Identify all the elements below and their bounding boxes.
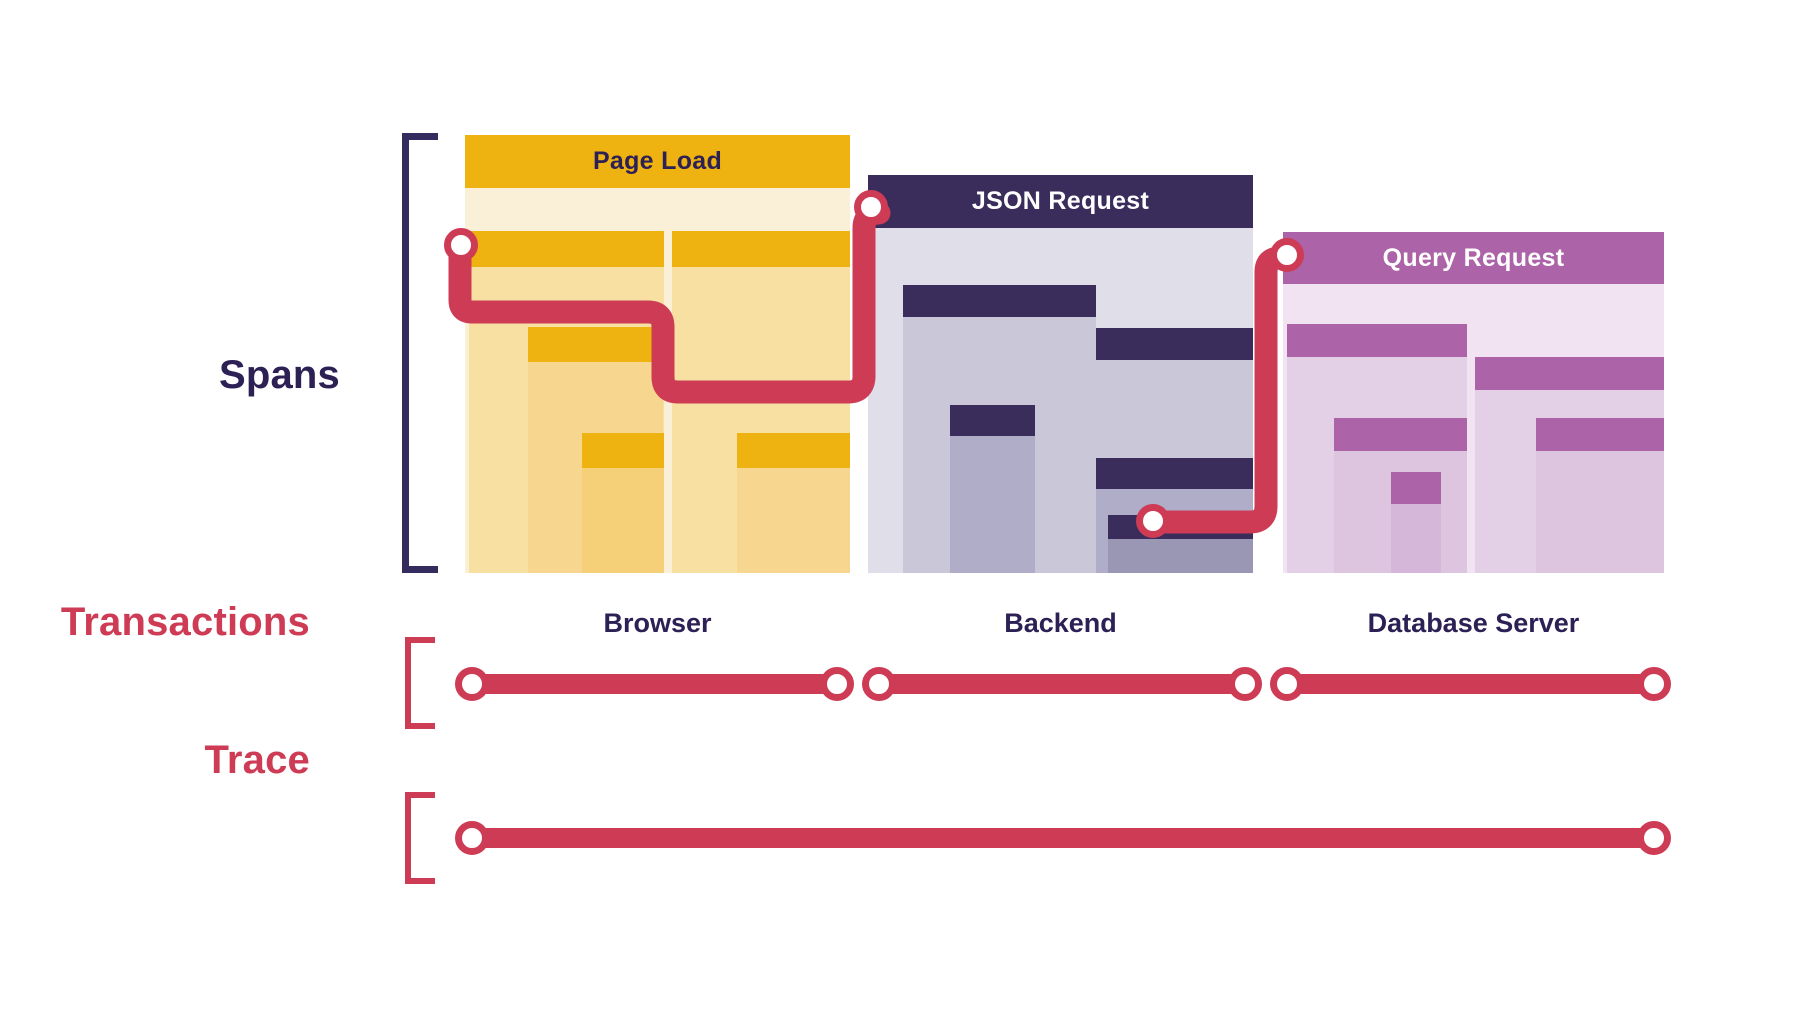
service-panel-backend[interactable]: JSON Request — [868, 175, 1253, 573]
span-bar[interactable] — [1391, 472, 1441, 573]
bracket-spans — [402, 133, 438, 573]
bracket-transactions — [405, 637, 435, 729]
transaction-node-database-start[interactable] — [1270, 667, 1304, 701]
span-header-page-load: Page Load — [465, 135, 850, 188]
span-bar-cap — [737, 433, 850, 468]
span-bar[interactable] — [582, 433, 664, 573]
span-bar-cap — [1108, 515, 1253, 539]
span-header-query-request: Query Request — [1283, 232, 1664, 284]
trace-node-end[interactable] — [1637, 821, 1671, 855]
connector-node-backend-end[interactable] — [1136, 504, 1170, 538]
connector-node-backend-start[interactable] — [854, 190, 888, 224]
trace-node-start[interactable] — [455, 821, 489, 855]
span-bar-cap — [672, 231, 850, 267]
service-caption-browser: Browser — [603, 608, 712, 638]
transaction-node-backend-start[interactable] — [862, 667, 896, 701]
span-bar[interactable] — [950, 405, 1035, 573]
transaction-node-browser-end[interactable] — [820, 667, 854, 701]
span-bar-cap — [1536, 418, 1664, 451]
service-panel-database[interactable]: Query Request — [1283, 232, 1664, 573]
span-bar-cap — [1475, 357, 1664, 390]
span-bar-cap — [528, 327, 663, 362]
span-bar[interactable] — [1108, 515, 1253, 573]
transaction-node-backend-end[interactable] — [1228, 667, 1262, 701]
row-label-trace: Trace — [204, 738, 310, 782]
trace-segment[interactable] — [466, 828, 1660, 848]
span-bar-cap — [469, 231, 664, 267]
span-bar-cap — [1391, 472, 1441, 504]
service-caption-database: Database Server — [1367, 608, 1580, 638]
connector-node-database-start[interactable] — [1270, 238, 1304, 272]
span-bar-cap — [1096, 458, 1253, 489]
bracket-trace — [405, 792, 435, 884]
row-label-transactions: Transactions — [60, 600, 310, 644]
transaction-node-database-end[interactable] — [1637, 667, 1671, 701]
transaction-segment-browser[interactable] — [466, 674, 832, 694]
service-panel-browser[interactable]: Page Load — [465, 135, 850, 573]
connector-node-browser-start[interactable] — [444, 228, 478, 262]
span-bar-cap — [1287, 324, 1467, 357]
span-bar-cap — [950, 405, 1035, 436]
transaction-segment-backend[interactable] — [875, 674, 1245, 694]
span-header-json-request: JSON Request — [868, 175, 1253, 228]
span-bar[interactable] — [737, 433, 850, 573]
span-bar[interactable] — [1536, 418, 1664, 573]
span-bar-cap — [1096, 328, 1253, 360]
transaction-segment-database[interactable] — [1283, 674, 1660, 694]
span-bar-cap — [1334, 418, 1467, 451]
span-bar-cap — [903, 285, 1096, 317]
service-caption-backend: Backend — [1004, 608, 1117, 638]
row-label-spans: Spans — [218, 353, 340, 397]
span-bar-cap — [582, 433, 664, 468]
transaction-node-browser-start[interactable] — [455, 667, 489, 701]
